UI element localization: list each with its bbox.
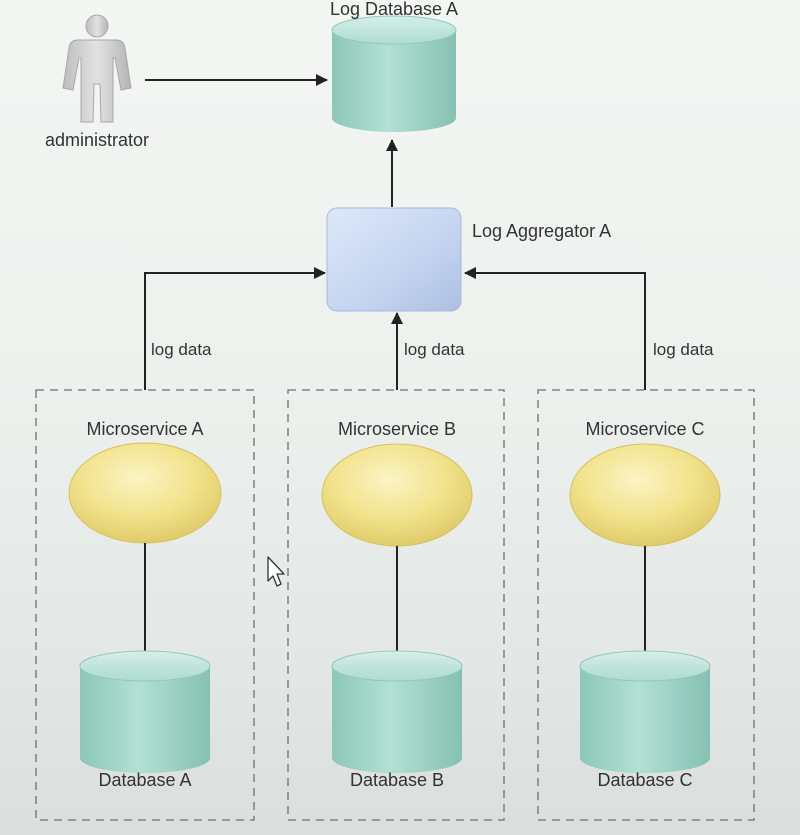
edge-microservice-c-to-aggregator [464,267,646,390]
edge-microservice-a-to-aggregator [144,267,326,390]
database-icon [331,15,457,132]
log-aggregator-box [326,207,462,312]
administrator-node: administrator [45,14,149,150]
administrator-label: administrator [45,130,149,150]
edge-label-microservice-b: log data [404,340,465,359]
database-c-node [579,650,711,773]
log-database-label: Log Database A [330,0,458,19]
microservice-b-label: Microservice B [338,419,456,439]
microservice-group-c: Microservice C Database C [537,389,755,821]
microservice-a-label: Microservice A [86,419,203,439]
database-c-label: Database C [597,770,692,790]
microservice-b-node [321,443,473,547]
database-a-label: Database A [98,770,191,790]
log-aggregator-node: Log Aggregator A [326,207,611,312]
microservice-group-a: Microservice A Database A [35,389,255,821]
edge-label-microservice-a: log data [151,340,212,359]
microservice-group-b: Microservice B Database B [287,389,505,821]
log-aggregator-label: Log Aggregator A [472,221,611,241]
microservice-c-node [569,443,721,547]
log-database-node: Log Database A [330,0,458,132]
microservice-group-a-border [35,389,255,821]
edge-label-microservice-c: log data [653,340,714,359]
microservice-c-label: Microservice C [585,419,704,439]
database-b-node [331,650,463,773]
database-b-label: Database B [350,770,444,790]
person-icon [62,14,132,123]
mouse-pointer-icon [267,556,285,587]
database-a-node [79,650,211,773]
microservice-a-node [68,442,222,544]
